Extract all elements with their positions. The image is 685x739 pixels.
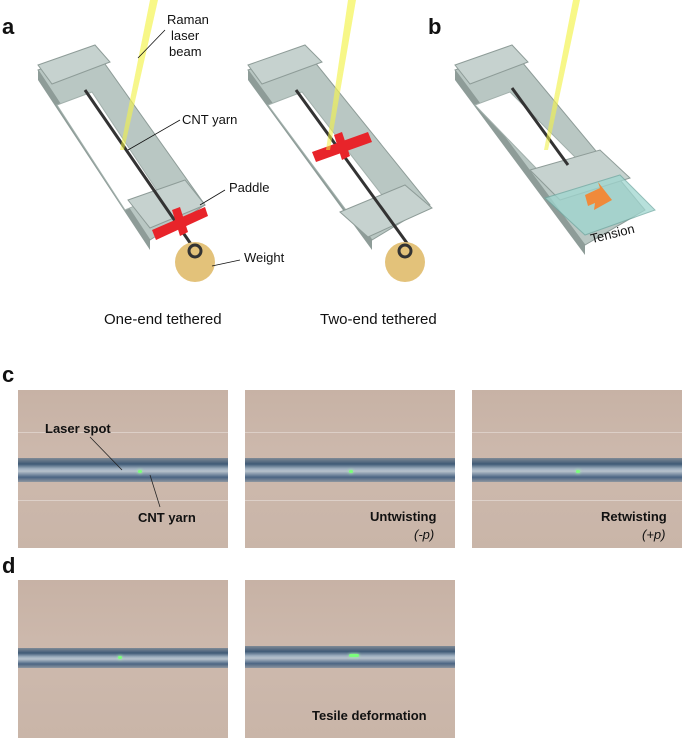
raman-label-1: Raman [167,12,209,27]
leader-raman [137,29,166,59]
untwisting-sign: (-p) [414,527,435,542]
panel-label-b: b [428,14,442,39]
raman-label-2: laser [171,28,200,43]
laser-spot-label: Laser spot [45,421,111,436]
device-two-end [247,0,433,282]
untwisting-label: Untwisting [370,509,437,524]
paddle-vertical [172,207,188,236]
laser-spot-marker [138,470,142,473]
device-tension [454,0,656,255]
tension-arrow [585,182,612,210]
cnt-yarn-label-c: CNT yarn [138,510,196,525]
micrograph-c1 [18,390,228,548]
leader-paddle [199,189,226,206]
micrograph-d1 [18,580,228,738]
top-clamp [37,44,111,85]
bottom-clamp [127,179,206,229]
panel-label-a: a [2,14,15,39]
micrograph-d2 [245,580,455,738]
weight [175,242,215,282]
caption-one-end: One-end tethered [104,311,222,328]
raman-label-3: beam [169,44,202,59]
micrograph-c3 [472,390,682,548]
schematic-illustration [37,0,656,282]
leader-weight [211,259,241,267]
retwisting-sign: (+p) [642,527,666,542]
cnt-yarn-label: CNT yarn [182,112,238,127]
paddle-label: Paddle [229,180,270,195]
leader-cnt [127,119,181,151]
caption-two-end: Two-end tethered [320,311,437,328]
device-one-end [37,0,215,282]
micrograph-c2 [245,390,455,548]
laser-beam [120,0,158,150]
weight-hook [187,243,203,259]
weight-label: Weight [244,250,285,265]
panel-label-d: d [2,553,16,578]
panel-label-c: c [2,362,15,387]
tensile-label: Tesile deformation [312,708,427,723]
retwisting-label: Retwisting [601,509,667,524]
